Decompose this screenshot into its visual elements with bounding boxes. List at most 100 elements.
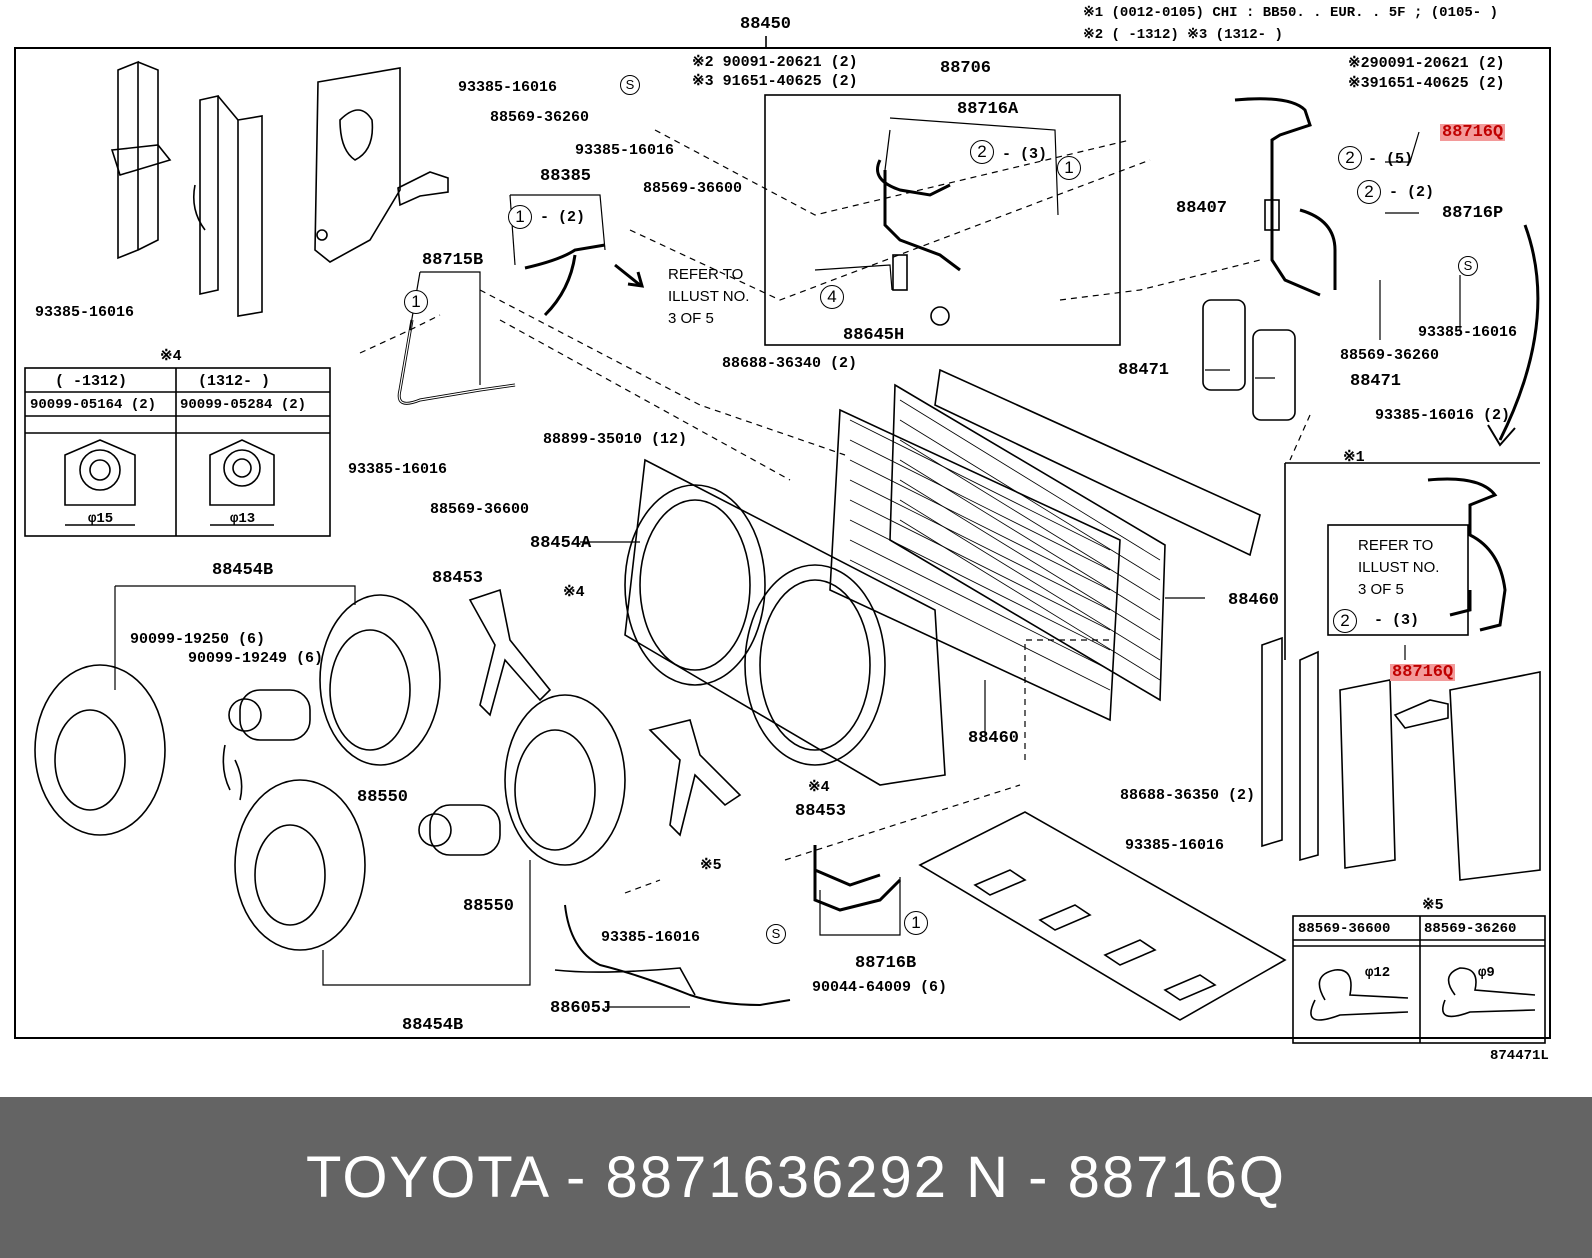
part-88716P[interactable]: 88716P [1442, 204, 1504, 223]
bracket-88688-36340[interactable]: 88688-36340 (2) [722, 355, 858, 372]
bracket-88688-36350[interactable]: 88688-36350 (2) [1120, 787, 1256, 804]
table4-frame [24, 367, 331, 537]
fan-motor-1 [228, 689, 311, 741]
assembly-number: 88450 [740, 15, 792, 34]
part-88716Q-top[interactable]: 88716Q [1440, 123, 1506, 142]
bolt-93385-7[interactable]: 93385-16016 [1125, 837, 1225, 854]
qty-note-5: - (3) [1374, 612, 1420, 629]
nut-90044-64009[interactable]: 90044-64009 (6) [812, 979, 948, 996]
part-88645H[interactable]: 88645H [843, 326, 905, 345]
footer-part-info: TOYOTA - 8871636292 N - 88716Q [306, 1145, 1286, 1210]
note-mark-4b: ※4 [808, 779, 830, 796]
clamp-88569-36260-b[interactable]: 88569-36260 [1340, 347, 1440, 364]
bolt-90091-20621[interactable]: ※2 90091-20621 (2) [692, 54, 858, 71]
clamp-88569-36600-a[interactable]: 88569-36600 [643, 180, 743, 197]
nut-91651-40625-right[interactable]: ※391651-40625 (2) [1348, 75, 1505, 92]
table5-col1-part[interactable]: 88569-36600 [1298, 921, 1391, 937]
refer-note-1: REFER TO ILLUST NO. 3 OF 5 [668, 266, 750, 327]
part-88453-a[interactable]: 88453 [432, 569, 484, 588]
qty-note-4: - (2) [1389, 184, 1435, 201]
bolt-93385-2[interactable]: 93385-16016 [458, 79, 558, 96]
table5-col2-dim: φ9 [1478, 965, 1495, 981]
part-88471-b[interactable]: 88471 [1350, 372, 1402, 391]
table4-col2-header: (1312- ) [198, 373, 271, 390]
screw-90099-19250[interactable]: 90099-19250 (6) [130, 631, 266, 648]
bolt-93385-5[interactable]: 93385-16016 [1418, 324, 1518, 341]
refer-note-2: REFER TO ILLUST NO. 3 OF 5 [1358, 537, 1440, 598]
part-88407[interactable]: 88407 [1176, 199, 1228, 218]
circle-1-c: 1 [1057, 156, 1081, 180]
screw-88899-35010[interactable]: 88899-35010 (12) [543, 431, 688, 448]
part-88454B-bottom[interactable]: 88454B [402, 1016, 464, 1035]
part-88550-b[interactable]: 88550 [463, 897, 515, 916]
qty-note-2: - (3) [1002, 146, 1048, 163]
diagram-drawing [14, 36, 1551, 1044]
table4-col1-header: ( -1312) [55, 373, 128, 390]
circle-1-a: 1 [508, 205, 532, 229]
nut-91651-40625[interactable]: ※3 91651-40625 (2) [692, 73, 858, 90]
bolt-90091-20621-right[interactable]: ※290091-20621 (2) [1348, 55, 1505, 72]
parts-diagram: 88450 ※1 (0012-0105) CHI : BB50. . EUR. … [14, 5, 1551, 1064]
bolt-93385-6[interactable]: 93385-16016 (2) [1375, 407, 1511, 424]
table4-title: ※4 [160, 348, 182, 365]
table5-col2-part[interactable]: 88569-36260 [1424, 921, 1517, 937]
fan-housing-mid [319, 594, 441, 766]
illustration-number: 874471L [1490, 1048, 1549, 1064]
circle-2-d: 2 [1333, 609, 1357, 633]
part-88716B[interactable]: 88716B [855, 954, 917, 973]
part-88385[interactable]: 88385 [540, 167, 592, 186]
circle-2-c: 2 [1357, 180, 1381, 204]
circle-1-d: 1 [904, 911, 928, 935]
receiver-dryer [1202, 299, 1296, 421]
qty-note-3: - (5) [1368, 151, 1414, 168]
bracket-left-top [110, 60, 263, 317]
screw-90099-19249[interactable]: 90099-19249 (6) [188, 650, 324, 667]
part-88550-a[interactable]: 88550 [357, 788, 409, 807]
part-88471-a[interactable]: 88471 [1118, 361, 1170, 380]
part-88716Q-mid[interactable]: 88716Q [1390, 663, 1456, 682]
condenser [829, 368, 1261, 722]
part-88706[interactable]: 88706 [940, 59, 992, 78]
table4-col1-part[interactable]: 90099-05164 (2) [30, 397, 157, 413]
part-88460-a[interactable]: 88460 [1228, 591, 1280, 610]
circle-s-c: S [766, 924, 786, 944]
note-mark-4a: ※4 [563, 584, 585, 601]
part-88460-b[interactable]: 88460 [968, 729, 1020, 748]
note-mark-5: ※5 [700, 857, 722, 874]
table4-col1-dim: φ15 [88, 511, 114, 527]
bolt-93385-1[interactable]: 93385-16016 [35, 304, 135, 321]
fan-housing-left [34, 664, 166, 836]
table5-col1-dim: φ12 [1365, 965, 1391, 981]
table4-col2-part[interactable]: 90099-05284 (2) [180, 397, 307, 413]
part-88454B-top[interactable]: 88454B [212, 561, 274, 580]
note-mark-1: ※1 [1343, 449, 1365, 466]
fan-housing-center [504, 694, 626, 866]
footer-banner: TOYOTA - 8871636292 N - 88716Q [0, 1097, 1592, 1258]
shroud-side-left [314, 67, 401, 263]
circle-2-b: 2 [1338, 146, 1362, 170]
table5-title: ※5 [1422, 897, 1444, 914]
fan-motor-2 [418, 804, 501, 856]
part-88454A[interactable]: 88454A [530, 534, 592, 553]
qty-note-1: - (2) [540, 209, 586, 226]
clamp-88569-36600-b[interactable]: 88569-36600 [430, 501, 530, 518]
fan-housing-lower [234, 779, 366, 951]
fan-shroud [624, 458, 946, 786]
circle-s-b: S [1458, 256, 1478, 276]
bolt-93385-8[interactable]: 93385-16016 [601, 929, 701, 946]
bolt-93385-3[interactable]: 93385-16016 [575, 142, 675, 159]
table5-frame [1292, 915, 1546, 1044]
clamp-88569-36260-a[interactable]: 88569-36260 [490, 109, 590, 126]
circle-4: 4 [820, 285, 844, 309]
part-88453-b[interactable]: 88453 [795, 802, 847, 821]
part-88716A[interactable]: 88716A [957, 100, 1019, 119]
note-2: ※2 ( -1312) ※3 (1312- ) [1083, 27, 1283, 43]
bolt-93385-4[interactable]: 93385-16016 [348, 461, 448, 478]
part-88605J[interactable]: 88605J [550, 999, 612, 1018]
circle-1-b: 1 [404, 290, 428, 314]
circle-2-a: 2 [970, 140, 994, 164]
note-1: ※1 (0012-0105) CHI : BB50. . EUR. . 5F ;… [1083, 5, 1498, 21]
circle-s-a: S [620, 75, 640, 95]
part-88715B[interactable]: 88715B [422, 251, 484, 270]
table4-col2-dim: φ13 [230, 511, 256, 527]
